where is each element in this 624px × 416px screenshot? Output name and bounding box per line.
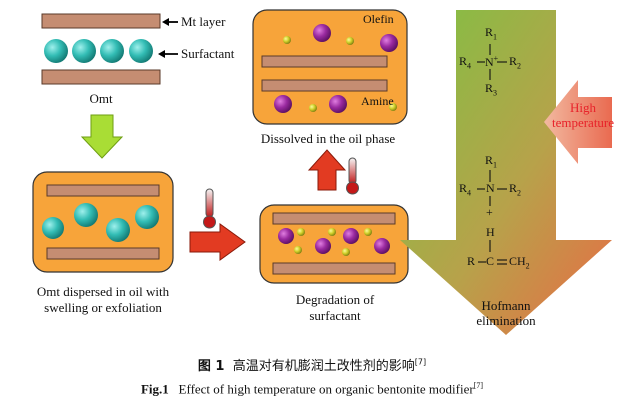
caption-en-ref: [7]	[473, 381, 484, 390]
caption-zh-text: 高温对有机膨润土改性剂的影响	[232, 359, 415, 374]
chem-r1-bottom: R1	[485, 153, 498, 170]
surfactant-ball	[72, 39, 96, 63]
olefin-ball	[278, 228, 294, 244]
green-down-arrow	[80, 114, 124, 159]
degradation-label-line2: surfactant	[309, 308, 361, 323]
surfactant-label: Surfactant	[181, 46, 235, 61]
olefin-ball	[313, 24, 331, 42]
chem-c: C	[486, 254, 495, 268]
dispersed-box	[32, 171, 174, 273]
mt-layer	[261, 79, 388, 92]
chem-n: N	[486, 181, 495, 195]
surfactant-ball	[135, 205, 159, 229]
dissolved-label: Dissolved in the oil phase	[260, 131, 396, 146]
chem-r4-top: R4	[459, 54, 472, 71]
omt-schematic	[41, 13, 178, 85]
hofmann-label-line1: Hofmann	[481, 298, 531, 313]
degradation-box	[259, 204, 409, 284]
olefin-ball	[329, 95, 347, 113]
caption-en-text: Effect of high temperature on organic be…	[178, 381, 474, 397]
caption-english: Fig.1 Effect of high temperature on orga…	[0, 381, 624, 397]
caption-zh-label: 图 1	[197, 359, 225, 374]
chem-r2-bottom: R2	[509, 181, 522, 198]
olefin-ball	[374, 238, 390, 254]
amine-ball	[297, 228, 305, 236]
caption-chinese: 图 1 高温对有机膨润土改性剂的影响[7]	[0, 355, 624, 374]
olefin-ball	[274, 95, 292, 113]
mt-layer	[46, 184, 160, 197]
chemistry-bonds	[477, 44, 507, 265]
amine-ball	[389, 103, 397, 111]
amine-ball	[364, 228, 372, 236]
amine-ball	[328, 228, 336, 236]
chem-r3-top: R3	[485, 81, 498, 98]
chem-r2-top: R2	[509, 54, 522, 71]
high-temperature-arrow	[544, 80, 612, 164]
mt-layer	[261, 55, 388, 68]
mt-layer-bottom	[41, 69, 161, 85]
caption-en-label: Fig.1	[140, 381, 169, 397]
surfactant-pointer-head	[158, 50, 165, 58]
high-temperature-line1: High	[570, 100, 596, 115]
mt-layer-pointer-head	[162, 18, 169, 26]
amine-ball	[294, 246, 302, 254]
hofmann-big-arrow	[400, 10, 612, 335]
dispersed-label: Omt dispersed in oil with swelling or ex…	[5, 284, 201, 316]
hofmann-label: Hofmann elimination	[466, 298, 546, 328]
chem-r4-bottom: R4	[459, 181, 472, 198]
mt-layer	[272, 262, 396, 275]
degradation-label: Degradation of surfactant	[260, 292, 410, 324]
chem-r1-top: R1	[485, 25, 498, 42]
olefin-ball	[315, 238, 331, 254]
mt-layer-top	[41, 13, 161, 29]
red-right-arrow	[189, 223, 246, 261]
amine-ball	[309, 104, 317, 112]
caption-zh-ref: [7]	[414, 357, 427, 367]
mt-layer	[272, 212, 396, 225]
chem-n-plus: N+	[485, 54, 499, 69]
high-temperature-label: High temperature	[544, 100, 622, 130]
dissolved-box	[252, 9, 408, 125]
omt-label: Omt	[89, 91, 113, 106]
surfactant-ball	[44, 39, 68, 63]
olefin-label: Olefin	[363, 12, 394, 26]
chem-plus: +	[486, 205, 493, 219]
chem-r-alkene: R	[467, 254, 476, 268]
mt-layer-label: Mt layer	[181, 14, 226, 29]
high-temperature-line2: temperature	[551, 115, 615, 130]
surfactant-ball	[129, 39, 153, 63]
degradation-label-line1: Degradation of	[295, 292, 375, 307]
amine-ball	[283, 36, 291, 44]
thermometer-icon	[203, 188, 216, 229]
amine-ball	[342, 248, 350, 256]
hofmann-label-line2: elimination	[476, 313, 536, 328]
amine-ball	[346, 37, 354, 45]
dispersed-label-line2: swelling or exfoliation	[44, 300, 162, 315]
surfactant-ball	[42, 217, 64, 239]
olefin-ball	[380, 34, 398, 52]
surfactant-ball	[100, 39, 124, 63]
chem-ch2: CH2	[509, 254, 530, 271]
thermometer-icon	[346, 157, 359, 195]
chem-h: H	[486, 225, 495, 239]
amine-label: Amine	[361, 94, 394, 108]
surfactant-ball	[74, 203, 98, 227]
surfactant-ball	[106, 218, 130, 242]
olefin-ball	[343, 228, 359, 244]
red-up-arrow	[307, 149, 347, 191]
dispersed-label-line1: Omt dispersed in oil with	[36, 284, 170, 299]
mt-layer	[46, 247, 160, 260]
